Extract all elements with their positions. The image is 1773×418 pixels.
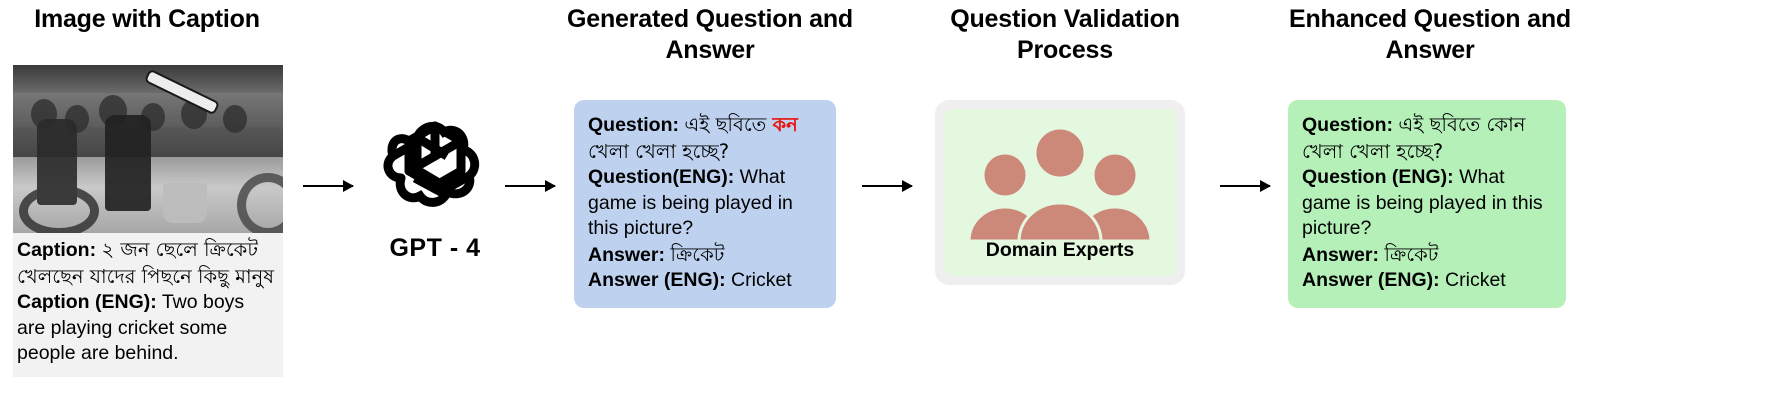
person-icon-center [1017,126,1103,241]
enhanced-question-eng-value: What game is being played in this pictur… [1302,166,1543,239]
caption-label: Caption: [17,239,97,261]
enhanced-answer-eng-value: Cricket [1445,269,1506,291]
domain-experts-illustration [967,126,1153,241]
arrow-validation-to-enhanced [1220,180,1271,192]
enhanced-answer-eng-label: Answer (ENG): [1302,269,1440,291]
column-title-image-with-caption: Image with Caption [34,5,260,33]
generated-question-eng-label: Question(ENG): [588,166,735,188]
caption-line-bengali: Caption: ২ জন ছেলে ক্রিকেট খেলছেন যাদের … [17,237,277,290]
question-validation-panel: Domain Experts [935,100,1185,285]
image-with-caption-panel: Caption: ২ জন ছেলে ক্রিকেট খেলছেন যাদের … [13,65,283,377]
column-title-generated-qa: Generated Question and Answer [567,5,853,64]
domain-experts-card: Domain Experts [944,109,1176,276]
enhanced-question-english: Question (ENG): What game is being playe… [1302,165,1552,242]
generated-answer-bengali-value: ক্রিকেট [670,242,725,266]
arrow-image-to-model [303,180,354,192]
generated-qa-box: Question: এই ছবিতে কন খেলা খেলা হচ্ছে? Q… [574,100,836,308]
gpt4-label: GPT - 4 [389,234,481,262]
enhanced-question-bengali: Question: এই ছবিতে কোন খেলা খেলা হচ্ছে? [1302,112,1552,165]
cricket-photo [13,65,283,233]
generated-question-bengali-before: এই ছবিতে [684,113,773,136]
enhanced-answer-bengali-value: ক্রিকেট [1384,242,1439,266]
enhanced-answer-english: Answer (ENG): Cricket [1302,268,1552,294]
enhanced-answer-bengali: Answer: ক্রিকেট [1302,242,1552,269]
arrow-generated-to-validation [862,180,913,192]
caption-text-block: Caption: ২ জন ছেলে ক্রিকেট খেলছেন যাদের … [13,233,283,377]
generated-question-bengali-after: খেলা খেলা হচ্ছে? [588,139,730,163]
generated-question-bengali: Question: এই ছবিতে কন খেলা খেলা হচ্ছে? [588,112,822,165]
enhanced-answer-label: Answer: [1302,243,1379,266]
column-title-question-validation: Question Validation Process [950,5,1180,64]
enhanced-question-label: Question: [1302,114,1393,136]
caption-value-bengali: ২ জন ছেলে ক্রিকেট খেলছেন যাদের পিছনে কিছ… [17,238,275,288]
generated-question-english: Question(ENG): What game is being played… [588,165,822,242]
generated-question-error-word: কন [772,113,798,136]
column-title-enhanced-qa: Enhanced Question and Answer [1289,5,1571,64]
openai-logo-icon [383,121,480,207]
generated-answer-eng-label: Answer (ENG): [588,269,726,291]
caption-line-english: Caption (ENG): Two boys are playing cric… [17,290,277,367]
generated-answer-eng-value: Cricket [731,269,792,291]
generated-answer-bengali: Answer: ক্রিকেট [588,242,822,269]
arrow-model-to-generated [505,180,556,192]
caption-value-english: Two boys are playing cricket some people… [17,291,245,364]
generated-answer-english: Answer (ENG): Cricket [588,268,822,294]
enhanced-question-eng-label: Question (ENG): [1302,166,1454,188]
enhanced-question-bengali-value: এই ছবিতে কোন খেলা খেলা হচ্ছে? [1302,113,1526,163]
generated-question-label: Question: [588,114,679,136]
generated-answer-label: Answer: [588,243,665,266]
gpt4-model-block: GPT - 4 [365,108,505,263]
domain-experts-label: Domain Experts [985,239,1135,261]
caption-eng-label: Caption (ENG): [17,291,157,313]
enhanced-qa-box: Question: এই ছবিতে কোন খেলা খেলা হচ্ছে? … [1288,100,1566,308]
generated-question-eng-value: What game is being played in this pictur… [588,166,793,239]
